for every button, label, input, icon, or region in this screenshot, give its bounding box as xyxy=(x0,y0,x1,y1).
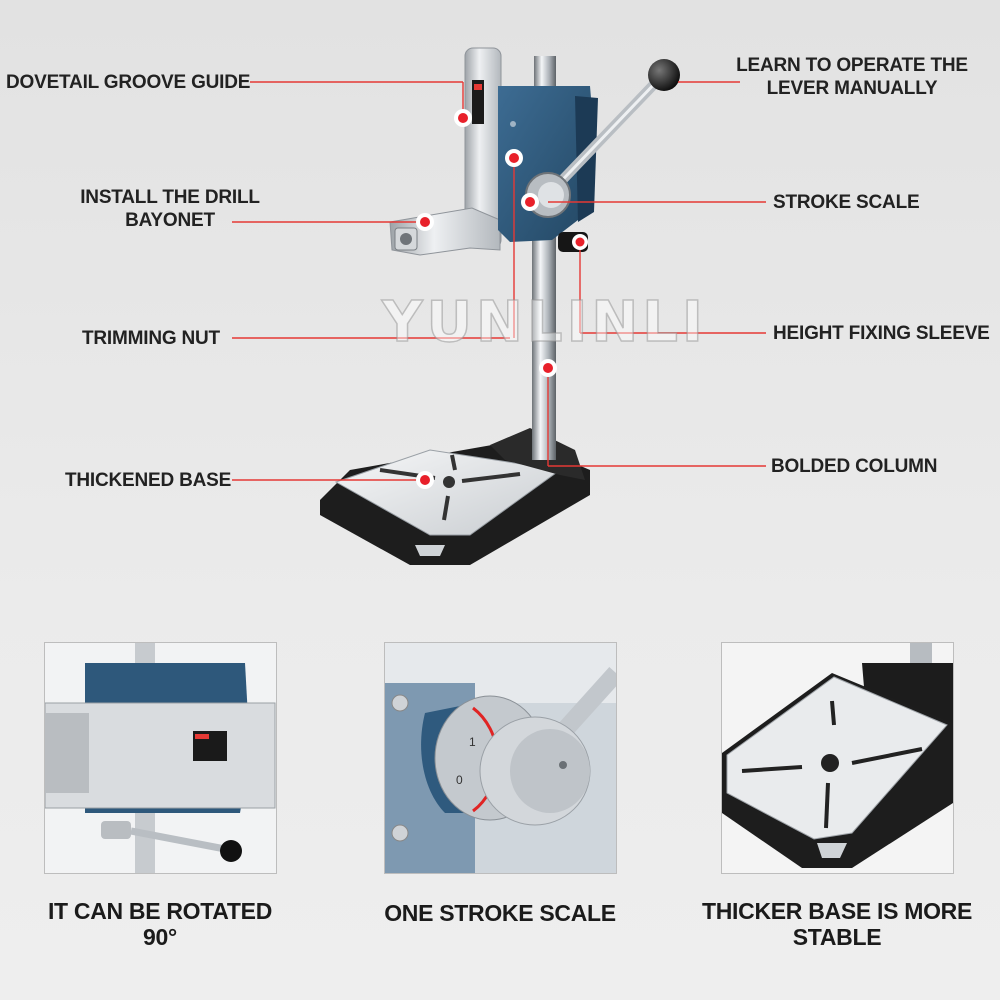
caption-thicker-base: THICKER BASE IS MORE STABLE xyxy=(694,898,980,950)
marker-bayonet xyxy=(416,213,434,231)
scale-tick-0: 0 xyxy=(456,773,463,787)
label-trimming-nut: TRIMMING NUT xyxy=(82,328,220,349)
caption-rotation-line1: IT CAN BE ROTATED xyxy=(47,898,273,924)
caption-thicker-base-line1: THICKER BASE IS MORE xyxy=(701,898,973,924)
caption-rotation-line2: 90° xyxy=(143,924,177,950)
caption-rotation: IT CAN BE ROTATED 90° xyxy=(22,898,298,950)
callout-markers xyxy=(416,109,588,489)
bolded-column xyxy=(532,230,556,460)
label-lever-line1: LEARN TO OPERATE THE xyxy=(736,55,968,76)
dovetail-groove-guide xyxy=(464,47,502,249)
label-bayonet-line2: BAYONET xyxy=(125,210,215,231)
label-bayonet-line1: INSTALL THE DRILL xyxy=(80,187,260,208)
caption-thicker-base-line2: STABLE xyxy=(792,924,882,950)
label-bolded-column: BOLDED COLUMN xyxy=(771,456,938,477)
marker-column xyxy=(539,359,557,377)
thickened-base xyxy=(320,440,590,565)
label-height-fixing-sleeve: HEIGHT FIXING SLEEVE xyxy=(773,323,990,344)
label-lever-line2: LEVER MANUALLY xyxy=(766,78,938,99)
label-install-bayonet: INSTALL THE DRILL BAYONET xyxy=(80,186,260,232)
inset-stroke-scale-photo: 1 0 xyxy=(384,642,617,874)
inset-rotation-photo xyxy=(44,642,277,874)
label-dovetail-groove-guide: DOVETAIL GROOVE GUIDE xyxy=(6,72,251,93)
marker-base xyxy=(416,471,434,489)
lever-handle xyxy=(543,59,680,200)
callout-lines xyxy=(232,81,766,481)
scale-tick-1: 1 xyxy=(469,735,476,749)
caption-stroke-scale-line1: ONE STROKE SCALE xyxy=(384,900,616,926)
caption-stroke-scale: ONE STROKE SCALE xyxy=(364,900,636,926)
label-stroke-scale: STROKE SCALE xyxy=(773,192,920,213)
drill-bayonet-clamp xyxy=(389,207,501,256)
marker-trimming-nut xyxy=(505,149,523,167)
label-lever: LEARN TO OPERATE THE LEVER MANUALLY xyxy=(736,54,968,100)
brand-watermark: YUNLINLI xyxy=(381,290,707,355)
inset-base-photo xyxy=(721,642,954,874)
marker-stroke-scale xyxy=(521,193,539,211)
marker-height-sleeve xyxy=(572,234,588,250)
label-thickened-base: THICKENED BASE xyxy=(65,470,232,491)
drill-stand-illustration xyxy=(232,47,766,565)
marker-dovetail xyxy=(454,109,472,127)
